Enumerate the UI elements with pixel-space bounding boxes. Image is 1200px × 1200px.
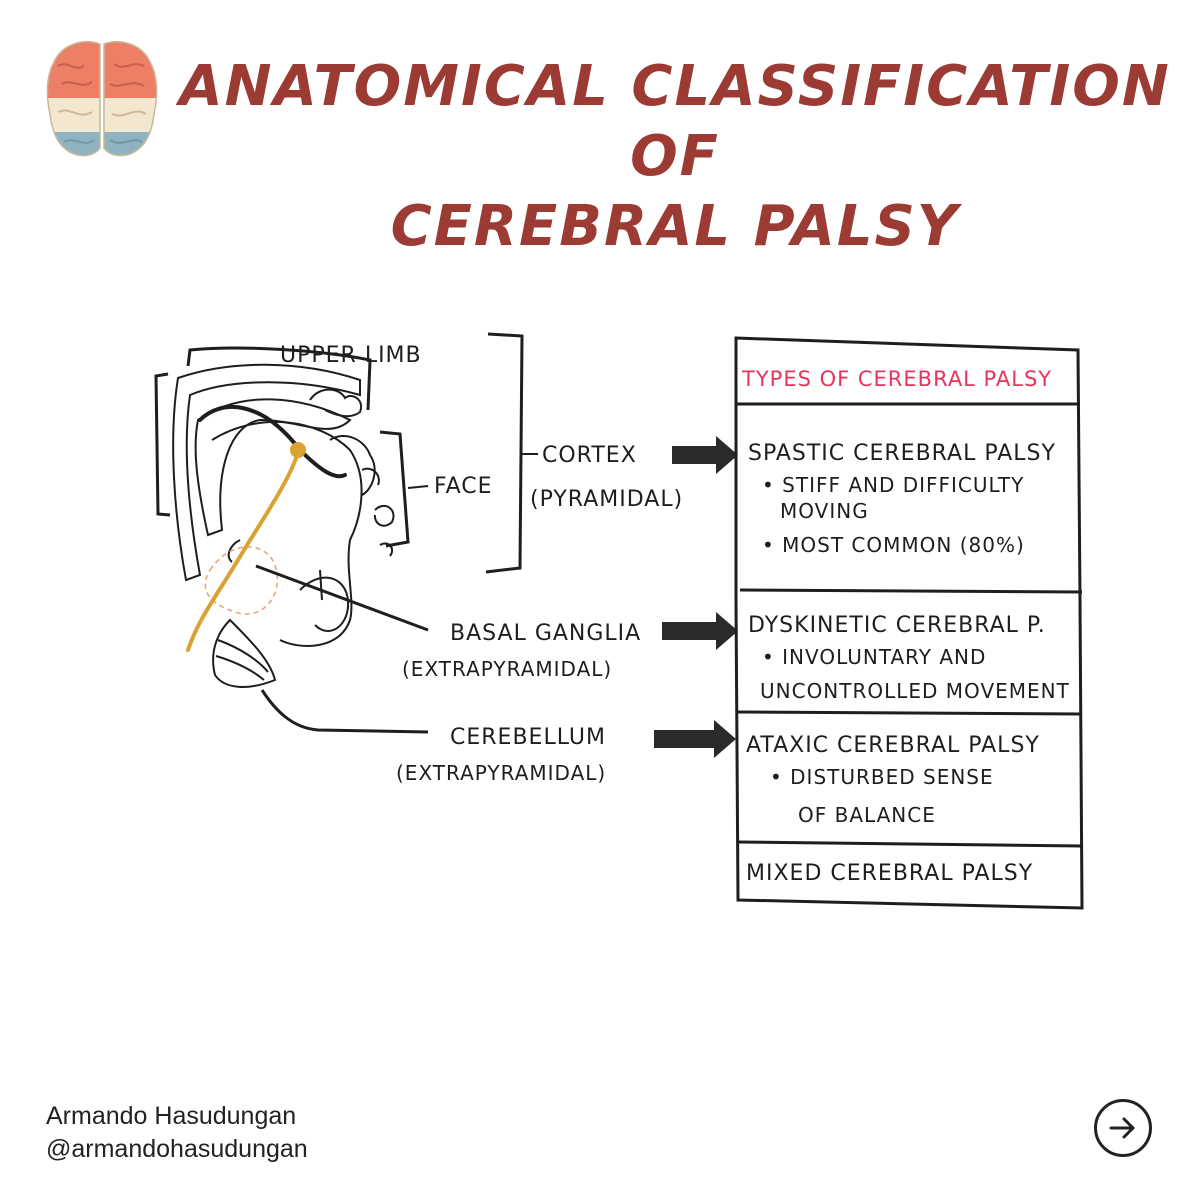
basal-ganglia-type-label: (EXTRAPYRAMIDAL) (402, 657, 612, 681)
arrow-right-circle-icon (1109, 1117, 1135, 1139)
basal-ganglia-pointer (255, 564, 429, 632)
cortex-label: CORTEX (542, 443, 637, 468)
dyskinetic-type: DYSKINETIC CEREBRAL P. (748, 613, 1046, 638)
dyskinetic-bullet-line-1: • INVOLUNTARY AND (762, 645, 986, 669)
spastic-bullet-2: • MOST COMMON (80%) (762, 533, 1025, 557)
author-handle[interactable]: @armandohasudungan (46, 1135, 308, 1163)
basal-ganglia-outline (204, 546, 279, 615)
pyramidal-pathway (186, 450, 300, 652)
upper-limb-bracket (186, 346, 372, 411)
cerebellum-pointer (260, 689, 429, 734)
next-button[interactable] (1094, 1099, 1152, 1157)
ataxic-type: ATAXIC CEREBRAL PALSY (746, 733, 1040, 758)
cortex-bracket (485, 332, 524, 574)
face-bracket (379, 430, 410, 548)
basal-ganglia-arrow (662, 612, 738, 650)
pyramidal-origin-dot (290, 442, 306, 458)
basal-ganglia-label: BASAL GANGLIA (450, 621, 641, 646)
cerebellum-type-label: (EXTRAPYRAMIDAL) (396, 761, 606, 785)
motor-cortex-path (198, 404, 347, 479)
brain-icon (46, 41, 158, 157)
spastic-type: SPASTIC CEREBRAL PALSY (748, 441, 1056, 466)
spastic-bullet-1-line-2: MOVING (780, 499, 869, 523)
title-line-1: ANATOMICAL CLASSIFICATION OF (179, 54, 1171, 189)
dyskinetic-bullet-line-2: UNCONTROLLED MOVEMENT (760, 679, 1070, 703)
face-label: FACE (434, 474, 493, 499)
mixed-type: MIXED CEREBRAL PALSY (746, 861, 1033, 886)
spastic-bullet-1-line-1: • STIFF AND DIFFICULTY (762, 473, 1024, 497)
cortex-arrow (672, 436, 738, 474)
upper-limb-label: UPPER LIMB (280, 343, 422, 368)
types-table (734, 336, 1084, 910)
cerebellum-label: CEREBELLUM (450, 725, 606, 750)
ataxic-bullet-line-1: • DISTURBED SENSE (770, 765, 994, 789)
cortex-type-label: (PYRAMIDAL) (530, 487, 683, 512)
ataxic-bullet-line-2: OF BALANCE (798, 803, 936, 827)
author-credit: Armando Hasudungan @armandohasudungan (46, 1100, 308, 1166)
cerebellum-arrow (654, 720, 736, 758)
left-bracket (154, 372, 171, 517)
face-tick (407, 485, 429, 489)
types-heading: TYPES OF CEREBRAL PALSY (741, 367, 1052, 391)
title-line-2: CEREBRAL PALSY (390, 194, 960, 259)
author-name: Armando Hasudungan (46, 1102, 297, 1130)
page-title: ANATOMICAL CLASSIFICATION OF CEREBRAL PA… (150, 52, 1200, 262)
